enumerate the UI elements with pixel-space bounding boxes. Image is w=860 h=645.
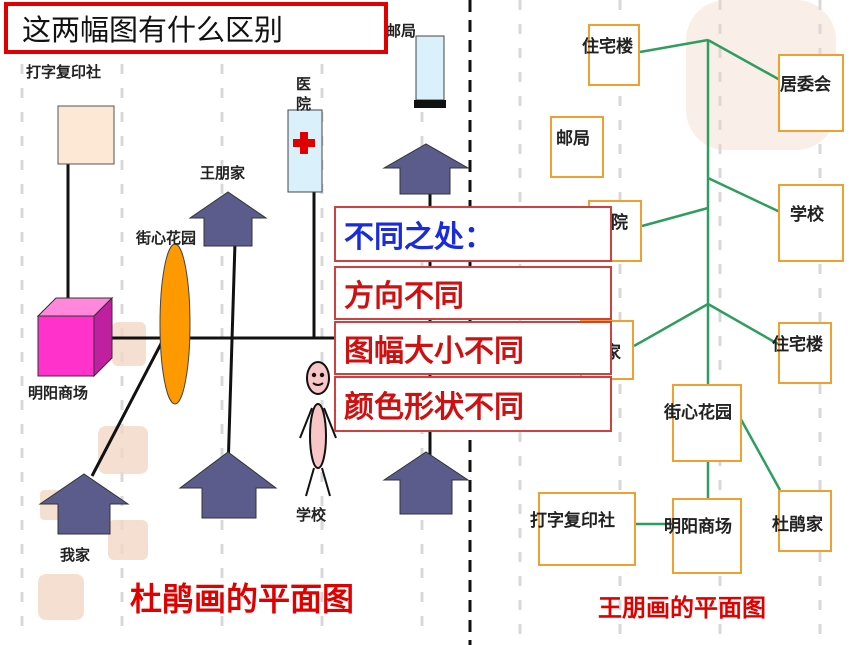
box-post-office: [550, 116, 604, 178]
label-print-shop-right: 打字复印社: [530, 511, 615, 531]
label-school-right: 学校: [790, 205, 824, 225]
garden-ellipse: [159, 243, 191, 405]
post-office-building: [414, 35, 446, 108]
difference-item: 方向不同: [334, 266, 612, 320]
label-garden-right: 街心花园: [664, 403, 732, 423]
print-shop-building: [57, 105, 115, 165]
label-mall-left: 明阳商场: [28, 384, 89, 402]
box-du-home: [778, 490, 832, 552]
house-icon: [178, 451, 278, 519]
label-post-office-right: 邮局: [556, 129, 590, 149]
label-garden-left: 街心花园: [136, 229, 197, 247]
difference-item: 颜色形状不同: [334, 376, 612, 432]
label-residential-1: 住宅楼: [582, 37, 633, 57]
box-residential-1: [588, 24, 640, 86]
house-icon: [188, 191, 268, 247]
box-garden: [672, 384, 742, 462]
box-print-shop: [538, 492, 636, 566]
page-title: 这两幅图有什么区别: [4, 2, 388, 54]
difference-item: 图幅大小不同: [334, 321, 612, 375]
box-school: [778, 184, 844, 262]
right-map-paths: [633, 38, 782, 526]
differences-heading: 不同之处：: [334, 206, 612, 262]
label-residential-2: 住宅楼: [772, 335, 823, 355]
label-hospital-left: 医院: [296, 75, 312, 113]
label-mall-right: 明阳商场: [664, 517, 732, 537]
label-wang-home: 王朋家: [200, 164, 246, 182]
house-icon: [382, 451, 470, 515]
label-text: 打字复印社: [26, 63, 102, 81]
left-map-caption: 杜鹃画的平面图: [130, 580, 355, 618]
house-icon: [38, 473, 130, 535]
box-committee: [778, 54, 844, 132]
label-post-office-left: 邮局: [386, 22, 417, 40]
label-committee: 居委会: [780, 75, 831, 95]
mall-cube: [36, 296, 114, 378]
hospital-building: [287, 109, 323, 193]
box-mall: [672, 498, 742, 574]
house-icon: [382, 143, 470, 195]
label-print-shop-left: 打字复印社: [26, 62, 108, 82]
label-my-home: 我家: [60, 546, 91, 564]
label-school-left: 学校: [296, 506, 327, 524]
box-residential-2: [778, 322, 832, 384]
person-figure: [299, 361, 337, 497]
right-map-caption: 王朋画的平面图: [598, 594, 766, 622]
label-du-home: 杜鹃家: [772, 515, 823, 535]
